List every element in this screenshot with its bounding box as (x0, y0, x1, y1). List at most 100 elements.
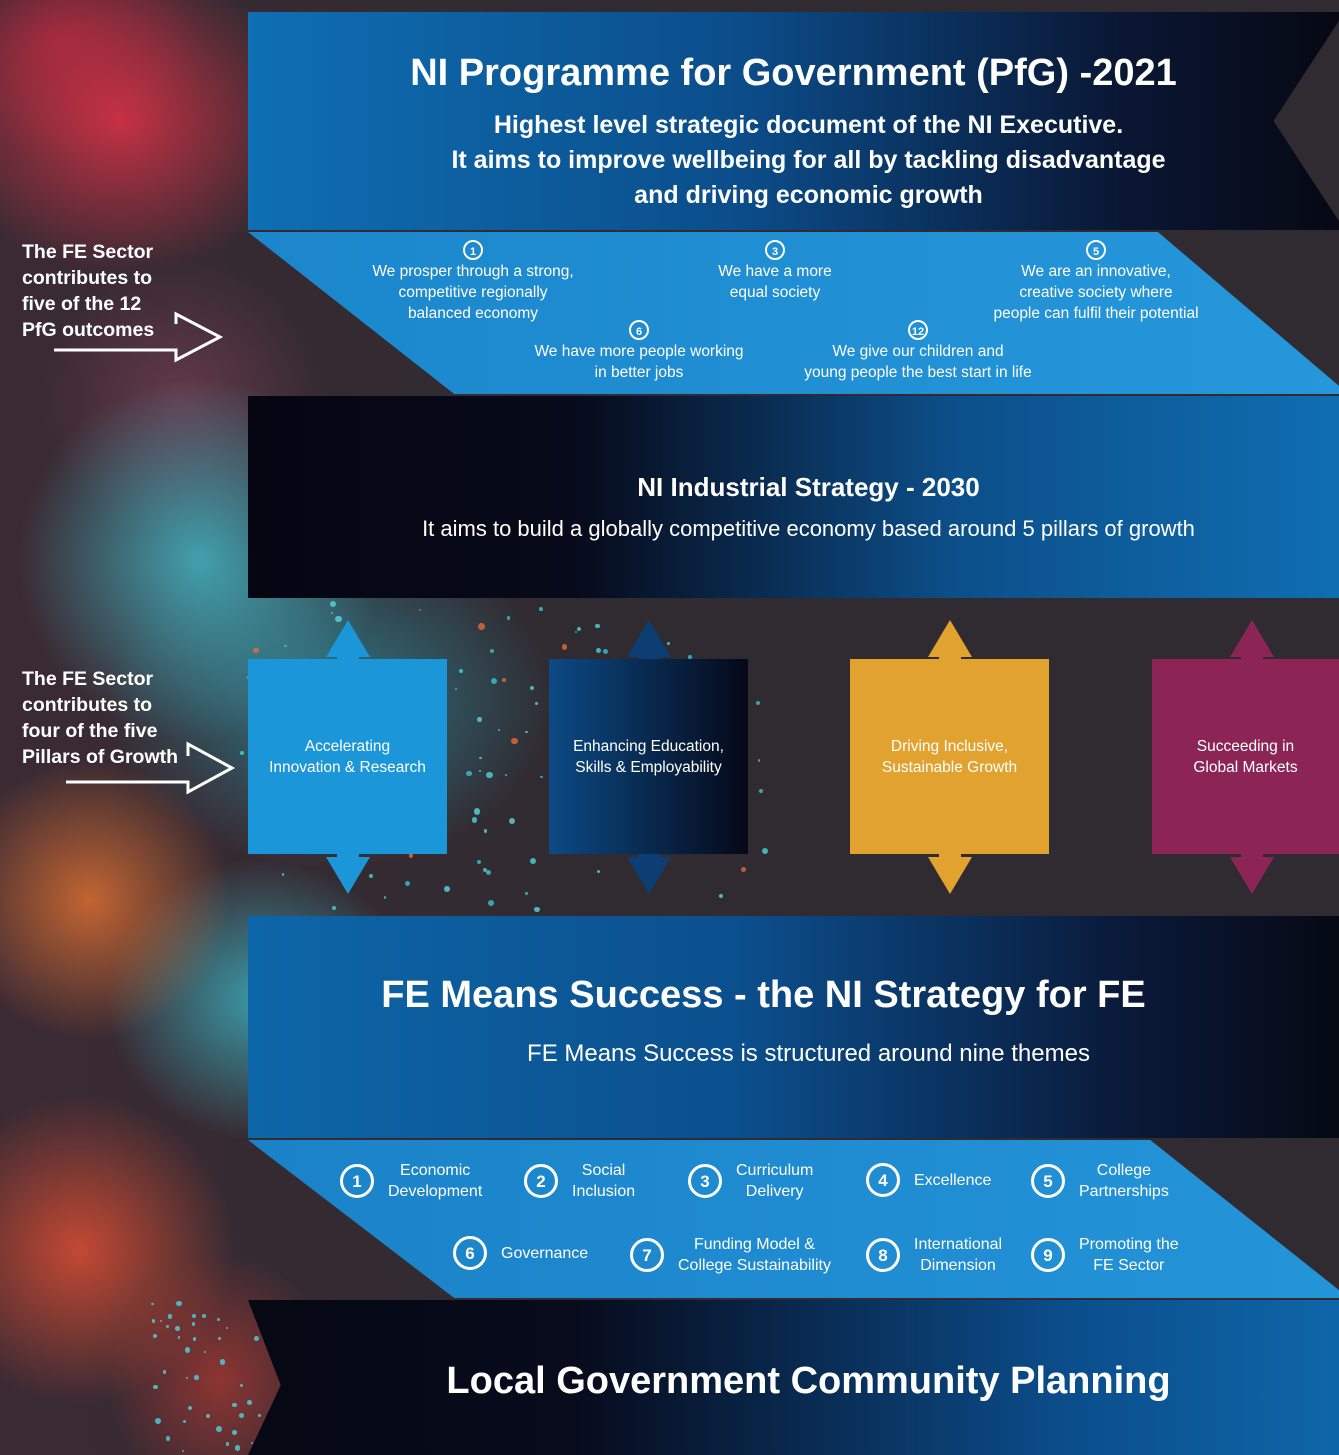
outcome-number-badge: 12 (908, 320, 928, 340)
theme-text: Social (581, 1162, 626, 1179)
side-label-line: Pillars of Growth (22, 746, 179, 768)
paint-dot (192, 1337, 196, 1341)
paint-dot (486, 870, 492, 876)
theme-number-circle: 4 (866, 1163, 900, 1197)
paint-dot (404, 881, 410, 887)
paint-dot (254, 1336, 260, 1341)
outcome-text: We are an innovative, (1021, 263, 1171, 280)
outcome-text: creative society where (1019, 284, 1173, 301)
paint-dot (498, 728, 501, 731)
side-label-line: five of the 12 (22, 293, 142, 315)
pfg-desc-line: and driving economic growth (634, 181, 983, 209)
outcome-number-badge: 3 (765, 240, 785, 260)
theme-text: College Sustainability (678, 1257, 831, 1274)
outcome-text: young people the best start in life (804, 364, 1032, 381)
theme-number-circle: 9 (1031, 1238, 1065, 1272)
outcome-number-badge: 1 (463, 240, 483, 260)
outcome-text: We prosper through a strong, (372, 263, 574, 280)
paint-dot (368, 874, 374, 879)
paint-dot (218, 1337, 222, 1341)
paint-dot (191, 1322, 196, 1326)
paint-dot (595, 647, 602, 654)
paint-dot (761, 847, 769, 855)
paint-dot (718, 893, 723, 898)
paint-dot (504, 773, 508, 777)
paint-dot (486, 771, 493, 779)
paint-dot (194, 1375, 199, 1380)
paint-dot (240, 751, 245, 756)
outcome-12: 12 We give our children and young people… (786, 320, 1050, 383)
paint-dot (384, 896, 387, 899)
paint-dot (184, 1347, 191, 1353)
paint-dot (182, 1449, 185, 1452)
theme-number-circle: 1 (340, 1164, 374, 1198)
theme-text: Funding Model & (694, 1236, 815, 1253)
paint-dot (253, 647, 259, 654)
industrial-title: NI Industrial Strategy - 2030 (637, 472, 980, 502)
pillar-text: Global Markets (1193, 758, 1298, 776)
paint-dot (471, 817, 478, 824)
theme-text: Economic (400, 1162, 471, 1179)
paint-dot (466, 770, 472, 776)
paint-dot (225, 1326, 228, 1329)
paint-dot (454, 687, 457, 690)
paint-dot (666, 642, 670, 646)
pillar-text: Enhancing Education, (573, 737, 724, 755)
paint-dot (506, 616, 511, 620)
paint-dot (331, 611, 334, 614)
pillar-arrows (326, 620, 1274, 894)
outcome-text: equal society (729, 284, 821, 301)
paint-dot (167, 1314, 173, 1319)
paint-dot (458, 669, 463, 674)
paint-dot (483, 829, 488, 833)
paint-dot (332, 905, 337, 910)
paint-dot (226, 1442, 230, 1446)
paint-dot (444, 885, 450, 892)
paint-dot (482, 867, 488, 872)
paint-dot (540, 775, 544, 779)
paint-dot (576, 626, 581, 631)
theme-text: FE Sector (1093, 1257, 1165, 1274)
paint-dot (688, 655, 693, 660)
side-label-line: four of the five (22, 720, 158, 742)
pfg-desc-line: It aims to improve wellbeing for all by … (451, 146, 1166, 174)
paint-dot (176, 1300, 183, 1307)
paint-dot (203, 1350, 207, 1354)
paint-dot (530, 857, 537, 864)
outcome-text: people can fulfil their potential (993, 305, 1199, 322)
pillar-text: Succeeding in (1196, 737, 1295, 755)
industrial-description: It aims to build a globally competitive … (422, 516, 1195, 541)
paint-dot (602, 648, 608, 654)
paint-dot (511, 737, 518, 745)
paint-dot (175, 1326, 180, 1331)
theme-text: Partnerships (1079, 1183, 1169, 1200)
paint-dot (487, 899, 494, 907)
paint-dot (251, 1442, 254, 1445)
outcome-text: competitive regionally (398, 284, 548, 301)
paint-dot (479, 756, 482, 760)
paint-dot (152, 1334, 157, 1339)
theme-text: Governance (501, 1244, 589, 1262)
pfg-outcomes-strip: 1 We prosper through a strong, competiti… (248, 232, 1339, 394)
local-title: Local Government Community Planning (446, 1360, 1171, 1402)
paint-dot (759, 788, 763, 793)
pfg-desc-line: Highest level strategic document of the … (493, 111, 1124, 139)
paint-dot (491, 677, 497, 684)
theme-text: Dimension (920, 1257, 996, 1274)
side-label-pillars: The FE Sector contributes to four of the… (22, 666, 178, 770)
paint-dot (216, 1426, 223, 1432)
paint-dot (561, 644, 568, 650)
outcome-number-badge: 6 (629, 320, 649, 340)
outcome-6: 6 We have more people working in better … (514, 320, 764, 383)
paint-dot (534, 906, 540, 913)
paint-dot (219, 1359, 226, 1365)
pillar-text: Driving Inclusive, (890, 737, 1009, 755)
theme-6: 6 Governance (453, 1236, 588, 1270)
paint-dot (535, 702, 539, 706)
paint-dot (234, 1445, 241, 1451)
paint-dot (477, 716, 483, 722)
paint-dot (501, 677, 506, 682)
